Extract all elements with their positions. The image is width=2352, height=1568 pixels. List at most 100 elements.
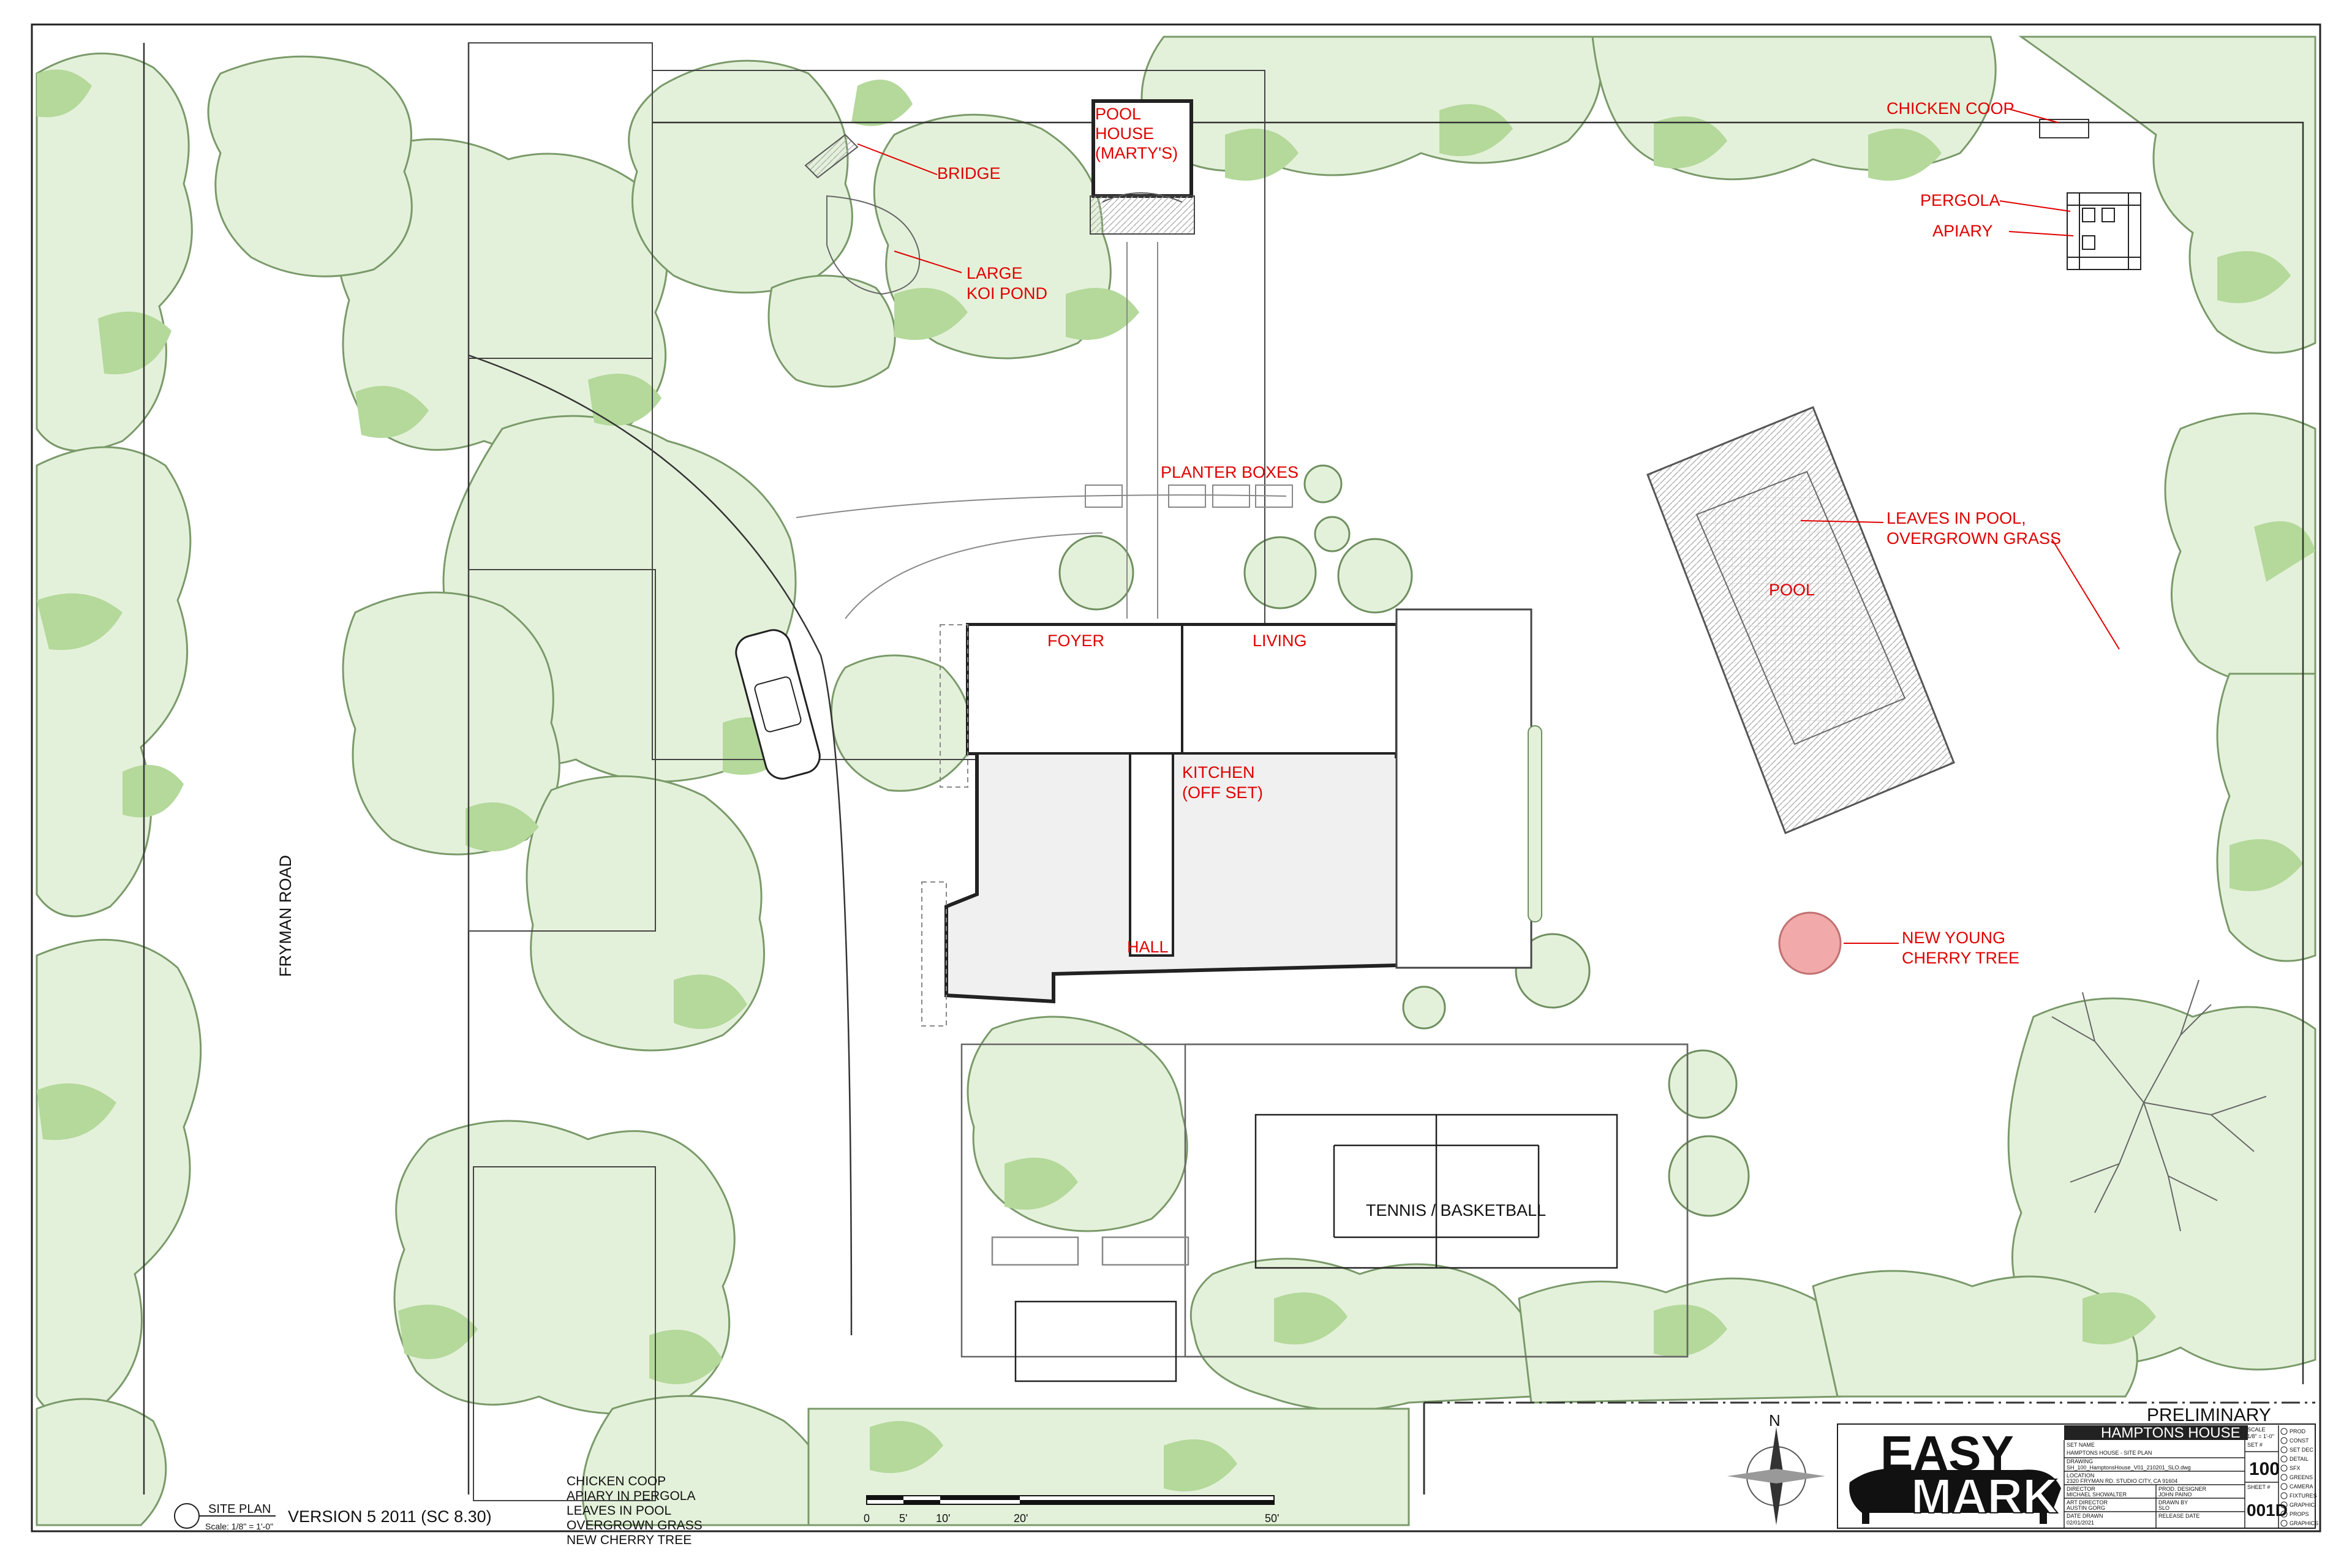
canopy-blob (1005, 1158, 1078, 1210)
canopy-blob (1868, 129, 1942, 181)
tb-date-label: DATE DRAWN (2067, 1513, 2103, 1519)
label-pool: POOL (1769, 581, 1815, 599)
label-living: LIVING (1253, 631, 1307, 650)
footer-scale: Scale: 1/8" = 1'-0" (205, 1521, 273, 1531)
tb-set-name-label: SET NAME (2067, 1442, 2095, 1448)
small-tree (1337, 538, 1413, 614)
dept-item: FIXTURES (2290, 1493, 2317, 1499)
label-kitchen: KITCHEN(OFF SET) (1182, 763, 1263, 802)
svg-text:EASY: EASY (1880, 1426, 2014, 1480)
label-pergola: PERGOLA (1920, 191, 2000, 209)
tree (342, 591, 560, 856)
label-apiary: APIARY (1932, 222, 1993, 240)
cherry-tree (1778, 911, 1842, 975)
easy-mark-logo: EASY MARK (1849, 1426, 2061, 1524)
dept-item: PROD (2290, 1428, 2306, 1434)
dept-item: PROPS (2290, 1511, 2309, 1517)
tree (1140, 36, 1602, 176)
scale-tick-10: 10' (936, 1512, 950, 1525)
lot-outlines (468, 42, 1265, 1501)
tree-canopy-group (36, 36, 2316, 1526)
canopy-blob (37, 69, 92, 118)
house (921, 608, 1542, 1027)
dept-item: CAMERA (2290, 1483, 2313, 1490)
dept-item: DETAIL (2290, 1456, 2309, 1462)
tennis-court (960, 1043, 1689, 1382)
small-tree (1515, 933, 1591, 1009)
label-tennis: TENNIS / BASKETBALL (1366, 1201, 1546, 1219)
tree (2007, 997, 2316, 1371)
footer: SITE PLAN Scale: 1/8" = 1'-0" VERSION 5 … (174, 1411, 1825, 1547)
title-block: PRELIMINARY HAMPTONS HOUSE EASY MARK S (1837, 1405, 2318, 1529)
canopy-blob (37, 593, 123, 650)
tb-set-name: HAMPTONS HOUSE - SITE PLAN (2067, 1450, 2152, 1456)
tb-sheet-label: SHEET # (2247, 1484, 2270, 1490)
north-label: N (1769, 1411, 1781, 1430)
tb-scale-label: SCALE (2247, 1427, 2266, 1433)
scale-tick-5: 5' (899, 1512, 907, 1525)
tb-location-label: LOCATION (2067, 1472, 2094, 1479)
canopy-blob (870, 1421, 943, 1473)
dept-item: CONST (2290, 1438, 2309, 1444)
small-tree (1303, 464, 1343, 503)
tb-release-label: RELEASE DATE (2158, 1513, 2199, 1519)
leader-lines (857, 108, 2120, 944)
pool (1646, 406, 1955, 834)
dead-tree (2051, 979, 2267, 1232)
label-bridge: BRIDGE (937, 164, 1001, 183)
canopy-blob (355, 386, 429, 438)
tb-drawing-label: DRAWING (2067, 1458, 2093, 1464)
canopy-blob (1225, 129, 1298, 181)
small-tree (1058, 535, 1134, 611)
small-tree (1668, 1049, 1738, 1119)
title-project: HAMPTONS HOUSE (2101, 1425, 2241, 1441)
label-chicken-coop: CHICKEN COOP (1887, 99, 2015, 118)
tb-prod-designer-label: PROD. DESIGNER (2158, 1486, 2207, 1492)
canopy-blob (2254, 521, 2315, 582)
tb-drawn-by: SLO (2158, 1505, 2169, 1511)
canopy-blob (98, 311, 172, 375)
canopy-blob (674, 974, 747, 1029)
canopy-blob (37, 1083, 116, 1140)
title-status: PRELIMINARY (2147, 1405, 2271, 1425)
pergola-apiary (2067, 192, 2141, 270)
small-tree (1402, 986, 1446, 1030)
canopy-blob (588, 374, 662, 426)
scale-tick-0: 0 (864, 1512, 870, 1525)
tree (1189, 1257, 1539, 1412)
small-tree (1243, 536, 1317, 609)
label-fryman-road: FRYMAN ROAD (276, 855, 295, 977)
tb-scale-value: 1/8" = 1'-0" (2247, 1433, 2274, 1439)
label-planter-boxes: PLANTER BOXES (1161, 463, 1298, 481)
tree (36, 446, 192, 918)
canopy-blob (851, 80, 913, 126)
dept-item: GRAPHICS (2290, 1520, 2318, 1526)
tree (2216, 673, 2316, 962)
canopy-blob (398, 1305, 478, 1359)
department-checklist: PROD CONST SET DEC DETAIL SFX GREENS CAM… (2280, 1428, 2318, 1527)
canopy-blob (1066, 288, 1139, 340)
canopy-blob (466, 802, 539, 851)
tb-date: 02/01/2021 (2067, 1520, 2094, 1526)
small-tree (1668, 1135, 1750, 1217)
canopy-blob (2217, 251, 2291, 303)
tree (2164, 412, 2316, 685)
small-tree (1314, 516, 1351, 552)
tb-art-director: AUSTIN GORG (2067, 1505, 2105, 1511)
canopy-blob (1654, 116, 1727, 168)
bridge (804, 134, 859, 179)
canopy-blob (1654, 1305, 1727, 1357)
canopy-blob (1274, 1292, 1348, 1344)
tb-sheet-number: 001D (2247, 1501, 2288, 1520)
car (735, 629, 821, 780)
koi-pond (826, 195, 921, 295)
dept-item: GREENS (2290, 1474, 2313, 1480)
tb-art-director-label: ART DIRECTOR (2067, 1499, 2108, 1506)
tb-drawing: SH_100_HamptonsHouse_V01_210201_SLO.dwg (2067, 1464, 2191, 1471)
canopy-blob (1164, 1439, 1237, 1491)
canopy-blob (123, 764, 184, 818)
label-hall: HALL (1127, 938, 1169, 956)
tree (36, 1398, 167, 1526)
